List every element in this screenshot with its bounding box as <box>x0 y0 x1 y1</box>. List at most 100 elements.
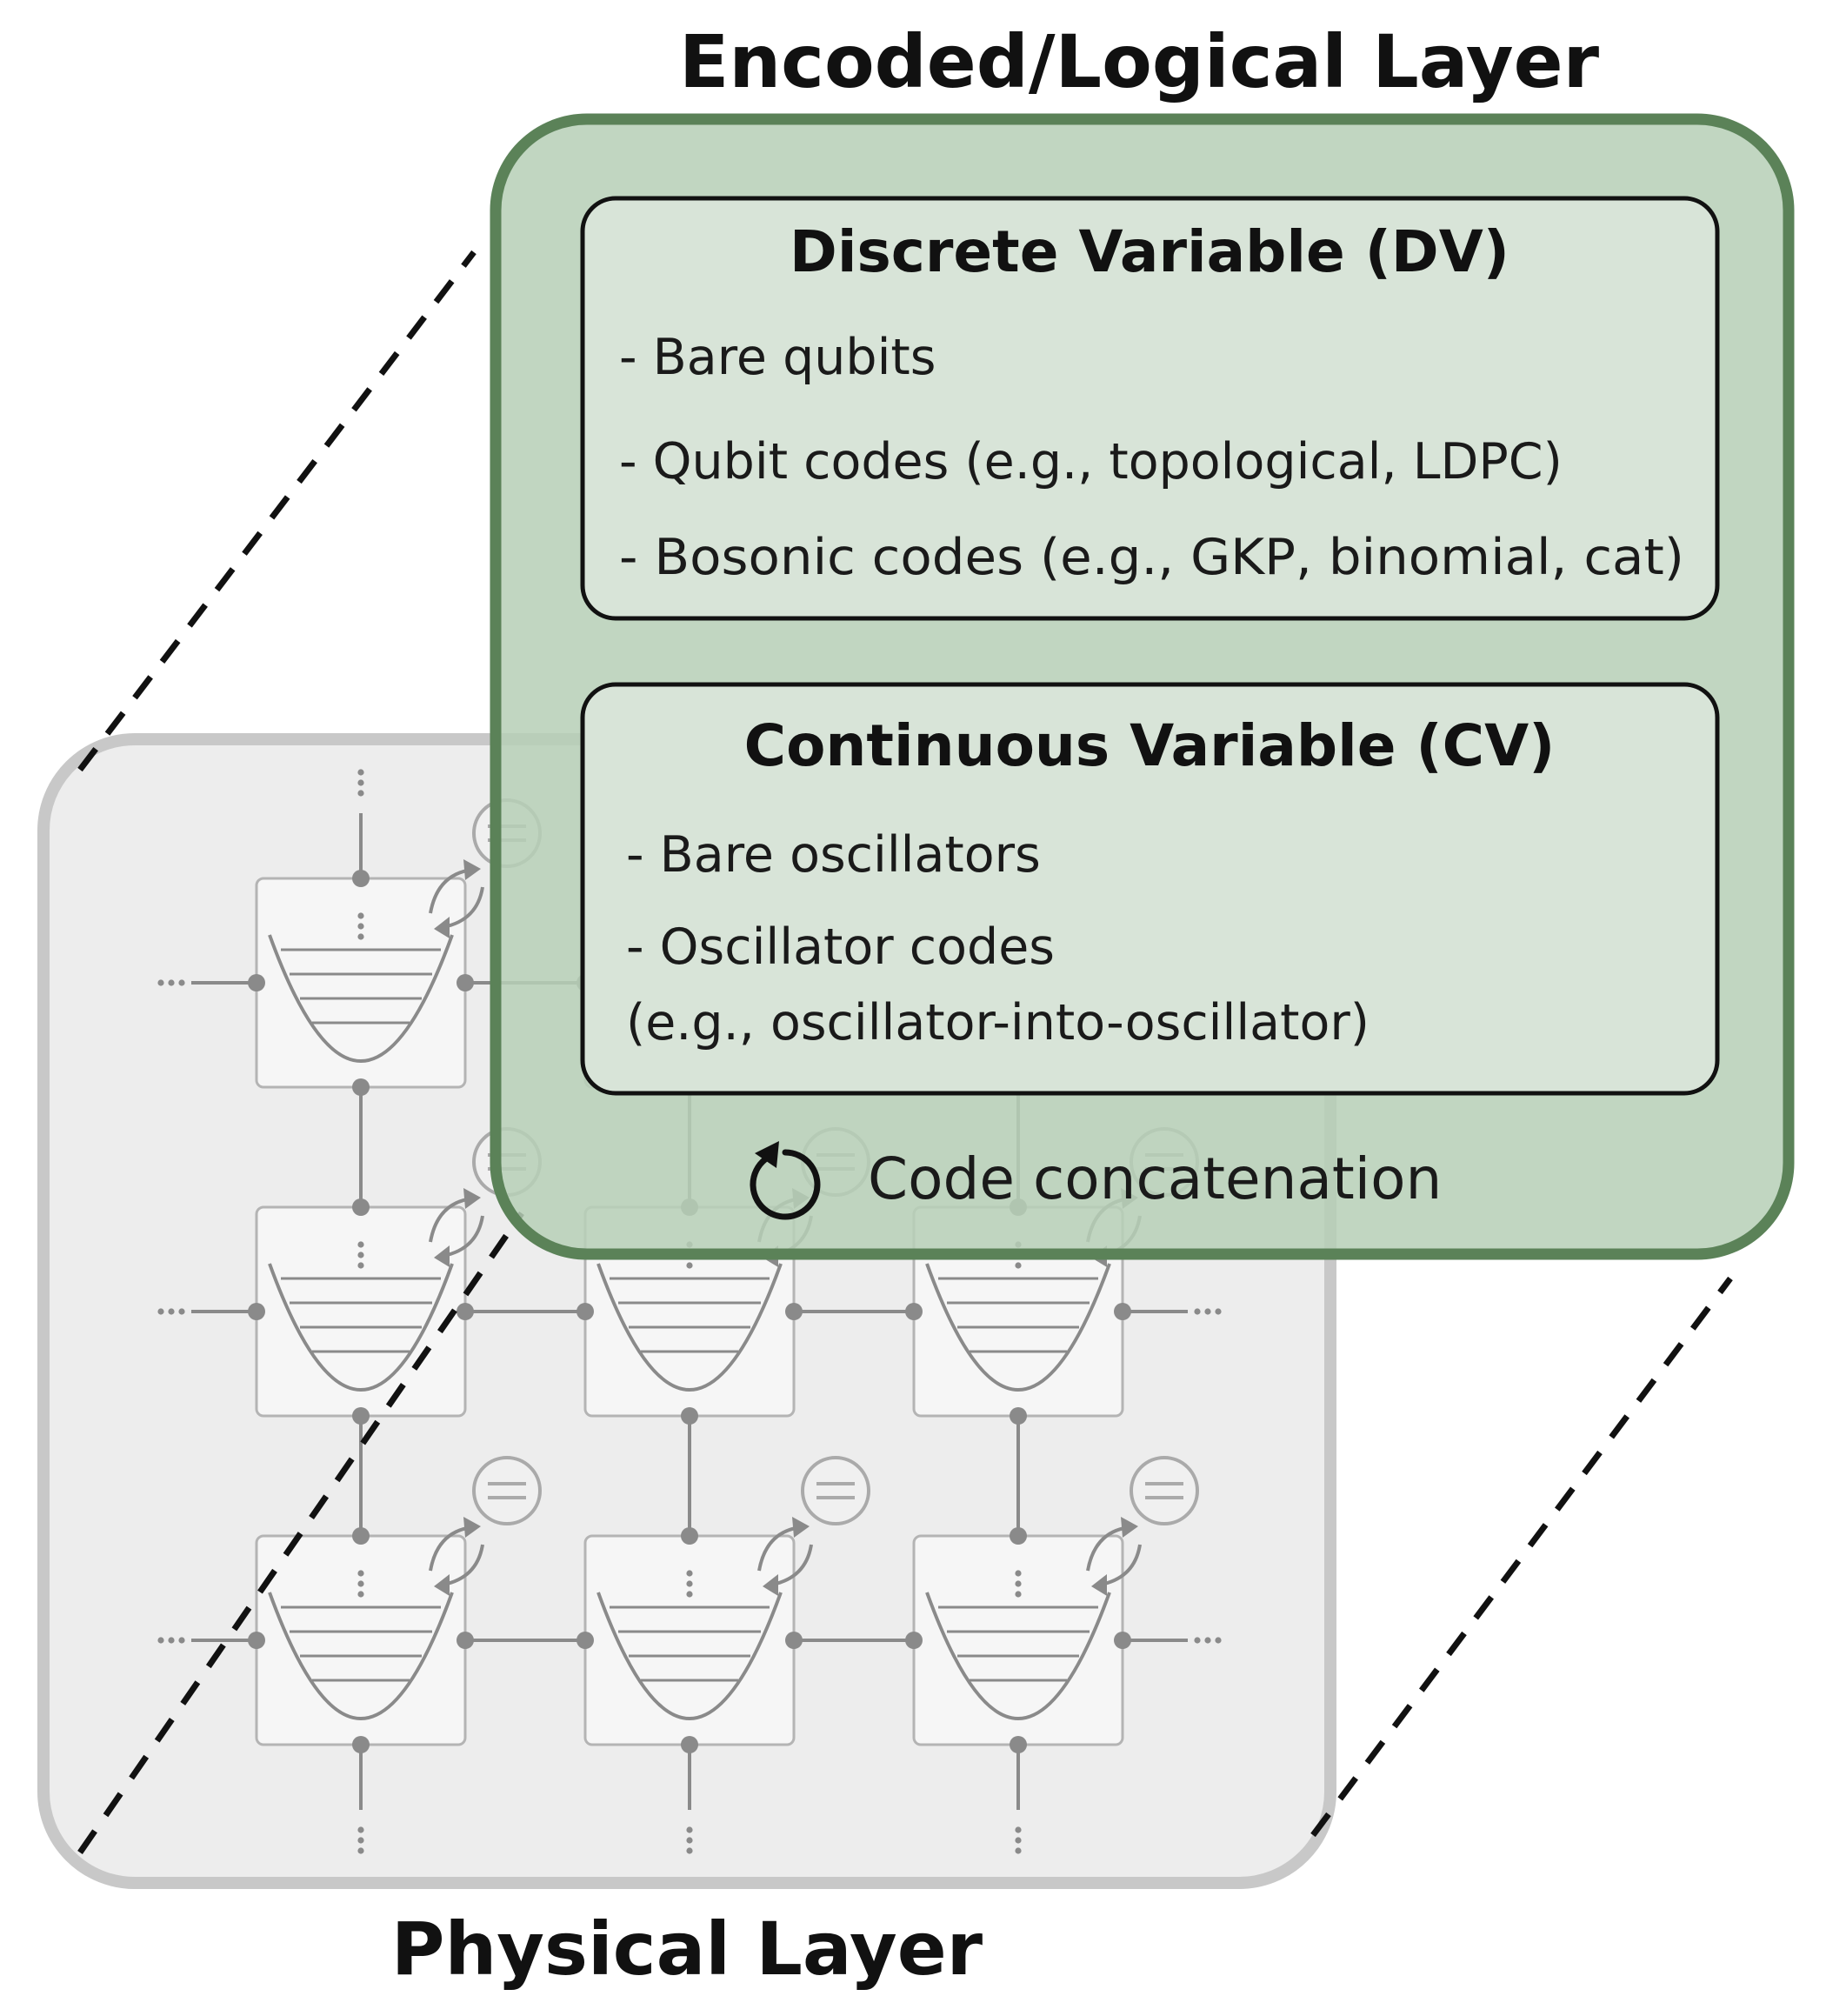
ellipsis-dot <box>357 1580 364 1587</box>
port-dot <box>248 974 265 991</box>
potential-well <box>268 1263 454 1392</box>
ellipsis-dot <box>1204 1308 1211 1315</box>
port-dot <box>456 1303 474 1320</box>
ellipsis-dot <box>1204 1637 1211 1644</box>
ellipsis-dot <box>686 1570 693 1577</box>
port-dot <box>576 1303 594 1320</box>
ellipsis-dot <box>357 769 364 776</box>
ellipsis-dot <box>357 1241 364 1248</box>
code-concatenation-label: Code concatenation <box>868 1145 1442 1212</box>
projection-line-top-left <box>77 250 476 772</box>
potential-well <box>925 1263 1111 1392</box>
arrow-head <box>792 1517 810 1538</box>
arrow-head <box>434 917 450 938</box>
cv-title: Continuous Variable (CV) <box>744 712 1556 779</box>
port-dot <box>352 1198 370 1216</box>
ellipsis-dot <box>357 1826 364 1833</box>
ellipsis-dot <box>1194 1637 1201 1644</box>
logical-layer: Discrete Variable (DV) - Bare qubits - Q… <box>490 113 1795 1260</box>
potential-well <box>268 934 454 1063</box>
dv-box-frame <box>580 196 1720 621</box>
ellipsis-dot <box>357 1847 364 1854</box>
arrow-head <box>434 1245 450 1267</box>
ellipsis-dot <box>168 1308 175 1315</box>
ellipsis-dot <box>1215 1637 1222 1644</box>
dv-item: - Bare qubits <box>619 329 936 386</box>
ellipsis-dot <box>1015 1262 1022 1269</box>
port-dot <box>1010 1736 1027 1753</box>
ellipsis-dot <box>157 979 164 986</box>
port-dot <box>352 1407 370 1425</box>
port-dot <box>352 870 370 887</box>
port-dot <box>576 1632 594 1649</box>
physical-layer-title: Physical Layer <box>391 1906 983 1992</box>
cv-item: - Oscillator codes <box>626 918 1055 976</box>
port-dot <box>1010 1527 1027 1545</box>
cv-item: (e.g., oscillator-into-oscillator) <box>626 994 1370 1051</box>
port-dot <box>456 974 474 991</box>
measurement-meter-icon <box>1130 1456 1199 1525</box>
arrow-head <box>434 1574 450 1596</box>
ellipsis-dot <box>357 1262 364 1269</box>
arrow-head <box>463 1188 481 1209</box>
arrow-head <box>463 1517 481 1538</box>
ellipsis-dot <box>357 1252 364 1258</box>
ellipsis-dot <box>168 1637 175 1644</box>
cv-box: Continuous Variable (CV) - Bare oscillat… <box>580 682 1720 1096</box>
ellipsis-dot <box>686 1847 693 1854</box>
ellipsis-dot <box>686 1826 693 1833</box>
dv-item: - Bosonic codes (e.g., GKP, binomial, ca… <box>619 529 1684 586</box>
arrow-head <box>463 859 481 880</box>
ellipsis-dot <box>157 1637 164 1644</box>
arrow-head <box>1091 1574 1107 1596</box>
ellipsis-dot <box>1015 1837 1022 1844</box>
ellipsis-dot <box>178 979 185 986</box>
ellipsis-dot <box>357 1837 364 1844</box>
port-dot <box>681 1736 698 1753</box>
ellipsis-dot <box>686 1837 693 1844</box>
port-dot <box>1114 1303 1131 1320</box>
port-dot <box>352 1736 370 1753</box>
measurement-meter-icon <box>472 1456 542 1525</box>
ellipsis-dot <box>357 1570 364 1577</box>
ellipsis-dot <box>178 1637 185 1644</box>
ellipsis-dot <box>357 933 364 940</box>
ellipsis-dot <box>1194 1308 1201 1315</box>
port-dot <box>1010 1407 1027 1425</box>
ellipsis-dot <box>1215 1308 1222 1315</box>
arrow-head <box>1121 1517 1138 1538</box>
ellipsis-dot <box>178 1308 185 1315</box>
port-dot <box>785 1303 803 1320</box>
cv-item: - Bare oscillators <box>626 826 1041 884</box>
arrow-head <box>763 1574 778 1596</box>
ellipsis-dot <box>686 1262 693 1269</box>
ellipsis-dot <box>1015 1570 1022 1577</box>
ellipsis-dot <box>168 979 175 986</box>
port-dot <box>681 1407 698 1425</box>
cv-box-frame <box>580 682 1720 1096</box>
dv-item: - Qubit codes (e.g., topological, LDPC) <box>619 433 1563 491</box>
ellipsis-dot <box>686 1580 693 1587</box>
ellipsis-dot <box>1015 1847 1022 1854</box>
port-dot <box>248 1632 265 1649</box>
measurement-meter-icon <box>801 1456 870 1525</box>
potential-well <box>596 1592 783 1720</box>
port-dot <box>248 1303 265 1320</box>
ellipsis-dot <box>357 923 364 930</box>
projection-line-bottom-right <box>1310 1276 1733 1838</box>
projection-lines <box>77 250 1733 1854</box>
refresh-icon <box>750 1141 821 1220</box>
dv-box: Discrete Variable (DV) - Bare qubits - Q… <box>580 196 1720 621</box>
ellipsis-dot <box>1015 1580 1022 1587</box>
ellipsis-dot <box>357 779 364 786</box>
port-dot <box>352 1078 370 1096</box>
port-dot <box>905 1632 923 1649</box>
dv-title: Discrete Variable (DV) <box>790 218 1509 285</box>
ellipsis-dot <box>157 1308 164 1315</box>
port-dot <box>681 1527 698 1545</box>
ellipsis-dot <box>357 912 364 919</box>
port-dot <box>456 1632 474 1649</box>
port-dot <box>1114 1632 1131 1649</box>
port-dot <box>352 1527 370 1545</box>
